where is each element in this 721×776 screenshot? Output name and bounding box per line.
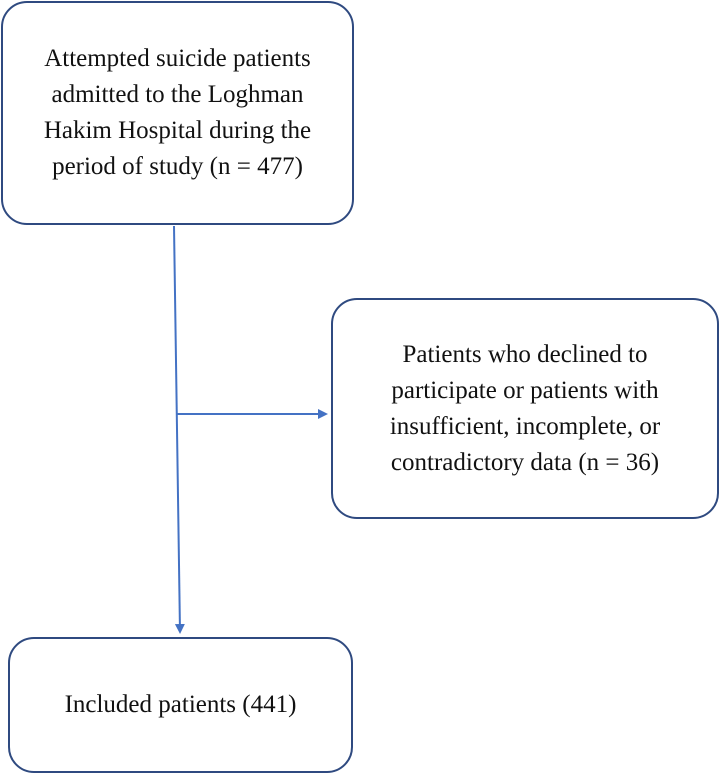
start-box: Attempted suicide patients admitted to t… bbox=[1, 1, 354, 225]
excluded-box: Patients who declined to participate or … bbox=[331, 298, 719, 519]
included-box-text: Included patients (441) bbox=[64, 691, 297, 718]
excluded-box-text: Patients who declined to participate or … bbox=[389, 340, 661, 476]
start-box-text: Attempted suicide patients admitted to t… bbox=[43, 45, 312, 180]
main-vertical-arrow bbox=[173, 225, 185, 634]
included-box: Included patients (441) bbox=[8, 637, 353, 773]
